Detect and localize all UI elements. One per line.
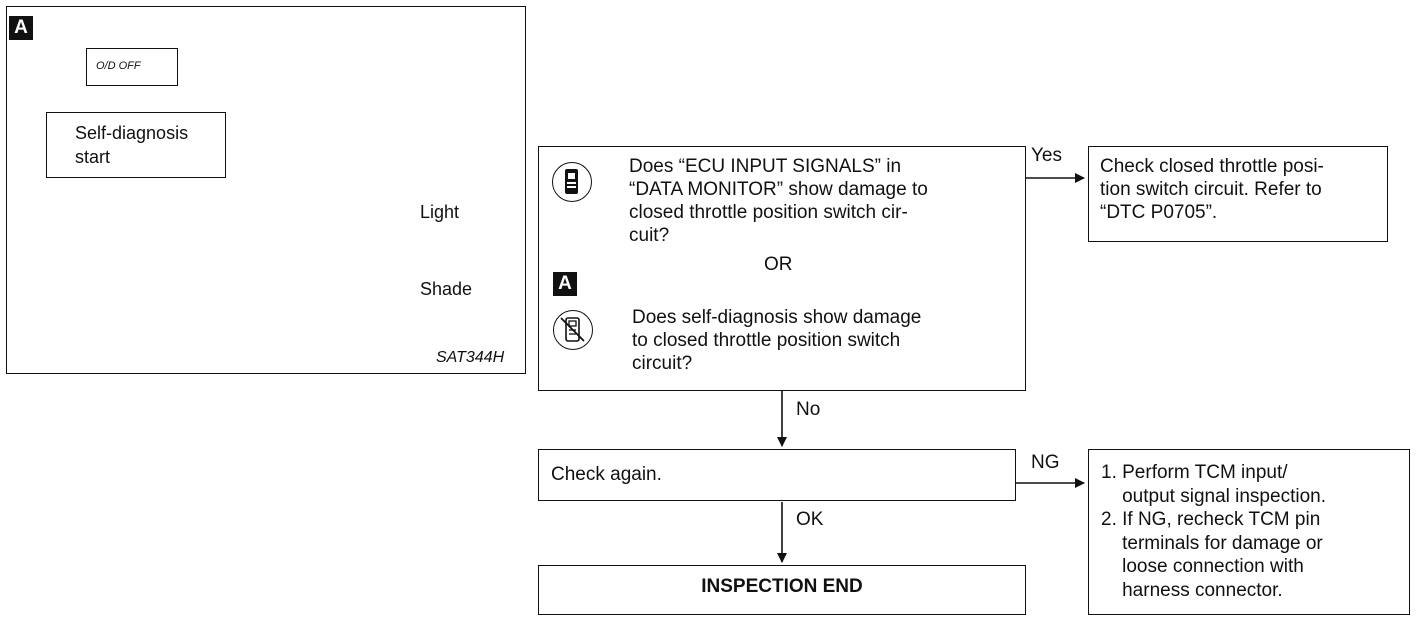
check-again-box xyxy=(538,449,1016,501)
ng-result-box xyxy=(1088,449,1410,615)
self-diagnosis-question-text: Does self-diagnosis show damage to close… xyxy=(632,307,922,374)
ok-label: OK xyxy=(796,509,824,530)
shade-label: Shade xyxy=(420,279,473,299)
timing-panel xyxy=(6,6,526,374)
self-diagnosis-icon xyxy=(553,310,593,350)
or-label: OR xyxy=(764,254,793,275)
yes-result-box xyxy=(1088,146,1388,242)
no-label: No xyxy=(796,399,821,420)
ng-label: NG xyxy=(1031,452,1060,473)
consult-question-text: Does “ECU INPUT SIGNALS” in “DATA MONITO… xyxy=(629,156,928,246)
yes-result-text: Check closed throttle posi- tion switch … xyxy=(1100,156,1324,223)
figure-code: SAT344H xyxy=(436,349,505,366)
self-diagnosis-badge: A xyxy=(553,272,577,296)
inspection-end-box xyxy=(538,565,1026,615)
yes-label: Yes xyxy=(1031,145,1062,166)
inspection-end-label: INSPECTION END xyxy=(701,576,863,597)
consult-tester-icon xyxy=(552,162,592,202)
od-off-label: O/D OFF xyxy=(96,60,141,72)
self-diagnosis-start-label: Self-diagnosis start xyxy=(75,123,189,167)
panel-badge: A xyxy=(9,16,33,40)
od-off-lamp xyxy=(86,48,178,86)
light-label: Light xyxy=(420,202,460,222)
check-again-text: Check again. xyxy=(551,464,662,485)
self-diagnosis-start-box xyxy=(46,112,226,178)
question-box xyxy=(538,146,1026,391)
ng-result-text: 1. Perform TCM input/ output signal insp… xyxy=(1101,462,1326,601)
